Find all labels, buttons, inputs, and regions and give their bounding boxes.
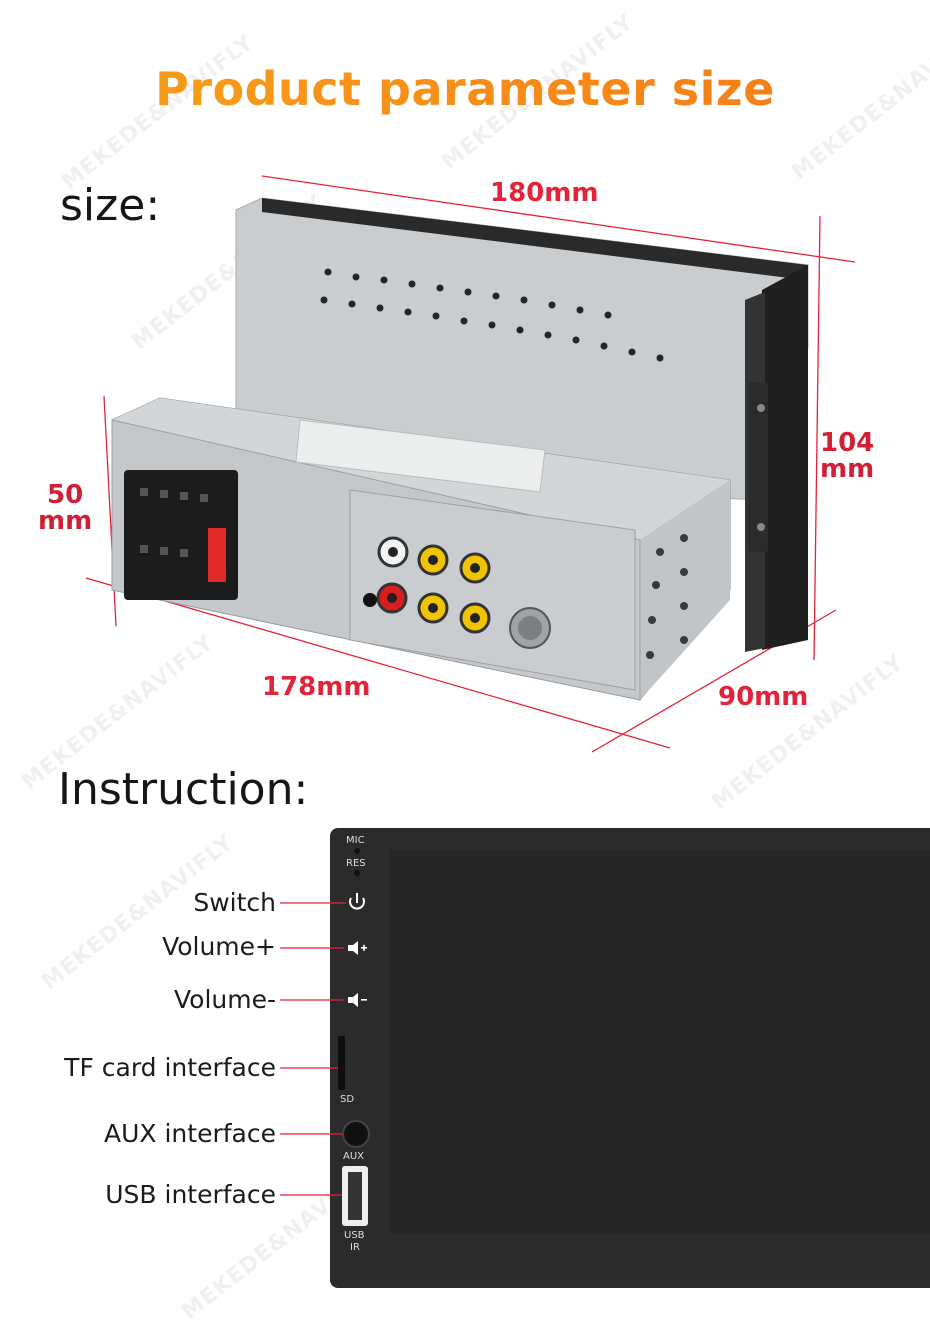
ir-label: IR: [350, 1242, 360, 1253]
callout-usb: USB interface: [105, 1180, 276, 1209]
callout-aux: AUX interface: [104, 1119, 276, 1148]
power-icon: [349, 893, 365, 910]
dimension-height-right-value: 104: [820, 428, 875, 458]
callout-lines: [280, 902, 346, 1196]
dimension-height-left-value: 50: [47, 480, 84, 510]
res-label: RES: [346, 858, 366, 869]
volume-down-icon: [348, 993, 367, 1007]
instruction-label: Instruction:: [58, 764, 309, 815]
aux-label: AUX: [343, 1151, 364, 1162]
sd-label: SD: [340, 1094, 354, 1105]
dimension-width-bottom: 178mm: [262, 672, 371, 702]
dimension-height-right: 104 mm: [820, 430, 874, 482]
callout-tf-card: TF card interface: [64, 1053, 276, 1082]
sd-slot: [338, 1036, 345, 1090]
volume-up-icon: [348, 941, 367, 955]
size-label: size:: [60, 180, 161, 231]
dimension-height-left: 50 mm: [38, 482, 92, 534]
callout-volume-up: Volume+: [162, 932, 276, 961]
dimension-width-top: 180mm: [490, 178, 599, 208]
aux-port: [342, 1120, 370, 1148]
dimension-depth: 90mm: [718, 682, 809, 712]
callout-switch: Switch: [193, 888, 276, 917]
dimension-height-left-unit: mm: [38, 506, 93, 536]
usb-label: USB: [344, 1230, 365, 1241]
mic-label: MIC: [346, 835, 365, 846]
callout-volume-down: Volume-: [173, 985, 276, 1014]
page-title: Product parameter size: [0, 62, 930, 116]
dimension-height-right-unit: mm: [820, 454, 875, 484]
